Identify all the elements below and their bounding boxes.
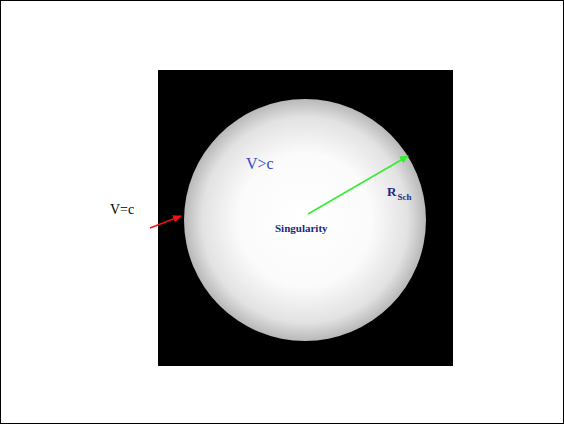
radius-subscript: Sch bbox=[397, 193, 411, 202]
singularity-label: Singularity bbox=[275, 223, 328, 234]
horizon-pointer bbox=[150, 216, 181, 228]
event-horizon bbox=[184, 99, 426, 341]
space-background bbox=[158, 70, 453, 366]
horizon-speed-label: V=c bbox=[110, 203, 134, 217]
interior-speed-label: V>c bbox=[246, 156, 274, 172]
radius-arrow bbox=[308, 156, 408, 214]
radius-symbol: R bbox=[387, 185, 396, 198]
